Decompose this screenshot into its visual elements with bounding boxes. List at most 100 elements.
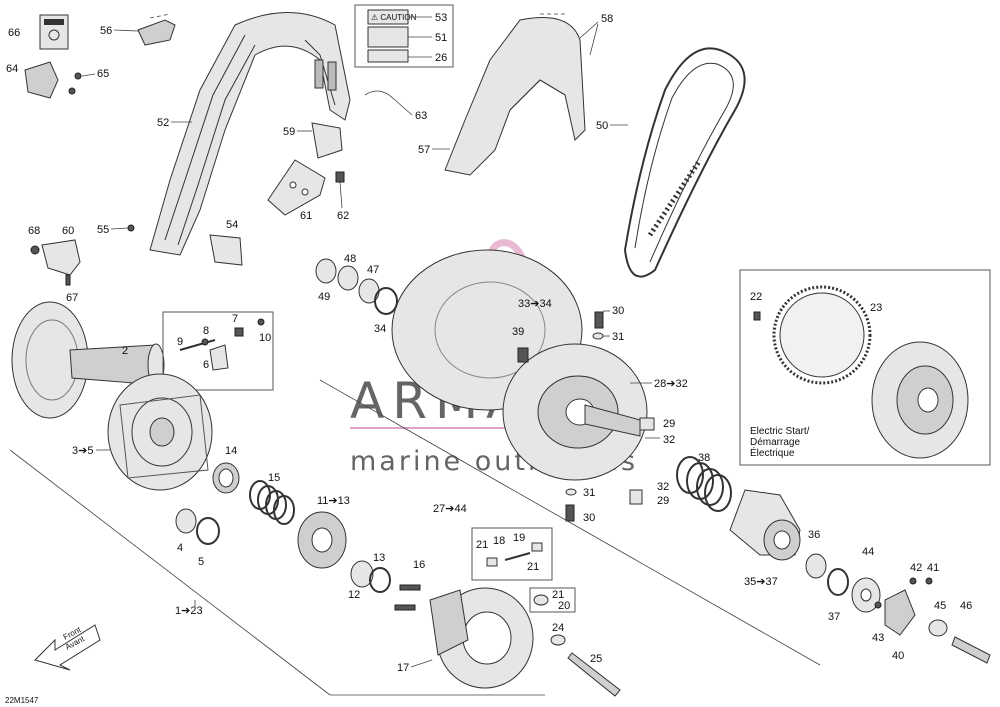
label-62: 62 xyxy=(337,210,349,222)
part-20-washer xyxy=(533,594,549,606)
part-25-bolt xyxy=(567,652,621,697)
label-60: 60 xyxy=(62,225,74,237)
part-12-bushing xyxy=(350,560,374,588)
part-36-bushing xyxy=(805,553,827,579)
part-54-plate xyxy=(209,234,243,266)
label-34: 34 xyxy=(374,323,386,335)
part-3-movable-sheave xyxy=(107,373,213,491)
part-42-washer xyxy=(909,577,917,585)
part-52-belt-guard xyxy=(149,12,351,256)
parts-frame-6-10 xyxy=(162,311,274,391)
label-17: 17 xyxy=(397,662,409,674)
electric-start-note-line2: Démarrage xyxy=(750,437,800,448)
electric-start-note-line1: Electric Start/ xyxy=(750,426,810,437)
part-10-circlip xyxy=(257,318,265,326)
part-44-bore xyxy=(860,588,872,602)
part-17-spider xyxy=(429,587,534,689)
bracket-assembly-1-left xyxy=(9,449,331,696)
part-68-nut xyxy=(30,245,40,255)
label-29a: 29 xyxy=(663,418,675,430)
label-4: 4 xyxy=(177,542,183,554)
part-50-drive-belt xyxy=(623,47,746,278)
leader-56 xyxy=(113,29,139,32)
label-7: 7 xyxy=(232,313,238,325)
label-50: 50 xyxy=(596,120,608,132)
drawing-code: 22M1547 xyxy=(5,696,39,705)
label-25: 25 xyxy=(590,653,602,665)
part-5-ring xyxy=(196,517,220,545)
leader-62 xyxy=(339,181,343,209)
label-30a: 30 xyxy=(612,305,624,317)
part-19-pin xyxy=(504,552,531,561)
part-48-shim xyxy=(337,265,359,291)
decal-frame xyxy=(354,4,454,68)
electric-start-pulley xyxy=(871,341,969,459)
part-60-bracket xyxy=(41,239,81,276)
label-67: 67 xyxy=(66,292,78,304)
leader-65 xyxy=(81,73,96,77)
part-57-cover xyxy=(444,17,586,176)
label-12: 12 xyxy=(348,589,360,601)
label-19: 19 xyxy=(513,532,525,544)
label-54: 54 xyxy=(226,219,238,231)
bracket-assembly-27 xyxy=(319,379,821,666)
label-61: 61 xyxy=(300,210,312,222)
label-66: 66 xyxy=(8,27,20,39)
part-30-screw-bottom xyxy=(565,504,575,522)
part-64-clip xyxy=(24,61,59,99)
label-32a: 32 xyxy=(663,434,675,446)
label-24: 24 xyxy=(552,622,564,634)
part-9-pin xyxy=(179,339,216,351)
part-61-plate xyxy=(267,159,326,216)
part-21-bushing xyxy=(531,542,543,552)
part-28-movable-sheave xyxy=(502,343,648,481)
label-21b: 21 xyxy=(527,561,539,573)
part-22-screw xyxy=(753,311,761,321)
label-3: 3➔5 xyxy=(72,445,93,457)
part-18-roller xyxy=(486,557,498,567)
part-23-ring-gear xyxy=(772,285,872,385)
part-39-bolt xyxy=(517,347,529,363)
part-31-washer-top xyxy=(592,332,604,340)
label-31b: 31 xyxy=(583,487,595,499)
electric-start-frame xyxy=(739,269,991,466)
label-1: 1➔23 xyxy=(175,605,203,617)
label-53: 53 xyxy=(435,12,447,24)
part-57-edge xyxy=(509,79,566,111)
label-59: 59 xyxy=(283,126,295,138)
decal-66-header xyxy=(44,19,64,25)
part-24-washer xyxy=(550,634,566,646)
label-27: 27➔44 xyxy=(433,503,467,515)
label-18: 18 xyxy=(493,535,505,547)
part-65-bolt-a xyxy=(74,72,82,80)
leader-58a xyxy=(579,21,599,39)
electric-start-note-line3: Électrique xyxy=(750,446,795,459)
label-65: 65 xyxy=(97,68,109,80)
label-21a: 21 xyxy=(476,539,488,551)
leader-17 xyxy=(410,659,433,668)
label-8: 8 xyxy=(203,325,209,337)
part-16-screw-b xyxy=(394,604,416,611)
front-arrow-icon xyxy=(34,624,101,671)
label-5: 5 xyxy=(198,556,204,568)
label-39: 39 xyxy=(512,326,524,338)
part-15-spring xyxy=(249,480,295,525)
label-38: 38 xyxy=(698,452,710,464)
part-29-slider-bottom xyxy=(629,489,643,505)
label-63: 63 xyxy=(415,110,427,122)
part-56-bumper xyxy=(137,19,176,46)
label-57: 57 xyxy=(418,144,430,156)
label-31a: 31 xyxy=(612,331,624,343)
label-42: 42 xyxy=(910,562,922,574)
decal-51 xyxy=(367,26,409,48)
label-46: 46 xyxy=(960,600,972,612)
part-4-bushing xyxy=(175,508,197,534)
decal-53-text: ⚠ CAUTION xyxy=(371,13,417,22)
label-40: 40 xyxy=(892,650,904,662)
part-63-pin xyxy=(364,90,413,116)
label-37: 37 xyxy=(828,611,840,623)
label-36: 36 xyxy=(808,529,820,541)
part-45-washer xyxy=(928,619,948,637)
label-26: 26 xyxy=(435,52,447,64)
